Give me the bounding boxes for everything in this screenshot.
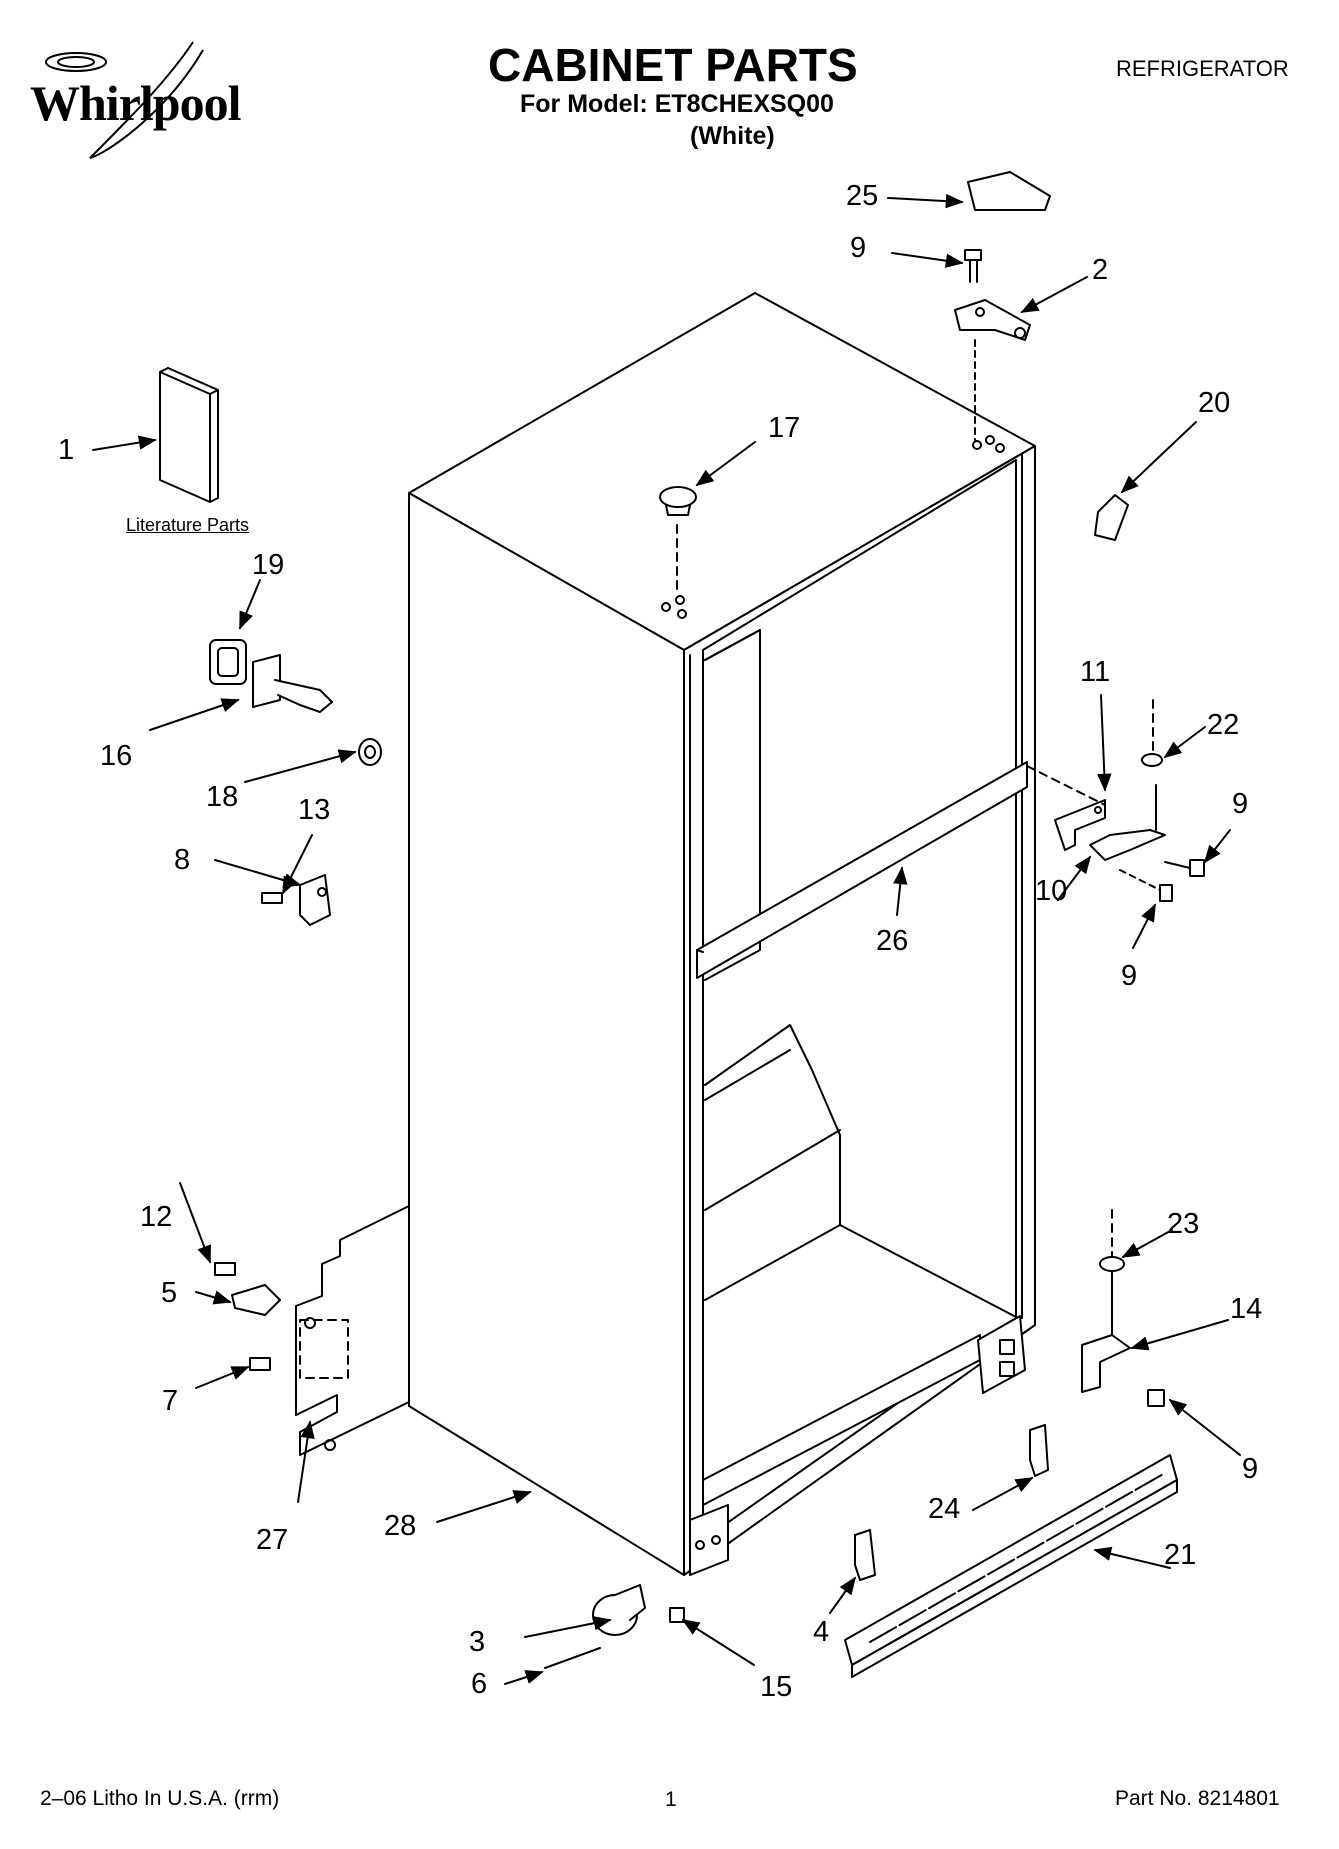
callout-22: 22 <box>1207 709 1240 741</box>
brand-wordmark: Whirlpool <box>30 75 241 131</box>
part-20-drawing <box>1094 494 1129 541</box>
part-6-drawing <box>544 1647 601 1669</box>
callout-24: 24 <box>928 1493 961 1525</box>
callout-7: 7 <box>162 1385 179 1417</box>
part-21-drawing <box>844 1454 1178 1678</box>
callout-26: 26 <box>876 925 909 957</box>
part-27-drawing <box>295 1205 410 1456</box>
callout-21: 21 <box>1164 1539 1197 1571</box>
model-color: (White) <box>690 122 775 150</box>
part-15-drawing <box>669 1607 685 1623</box>
callout-23: 23 <box>1167 1208 1200 1240</box>
callout-6: 6 <box>471 1668 488 1700</box>
part-9-right-drawing <box>1119 859 1205 902</box>
part-2-drawing <box>954 299 1031 341</box>
callout-17: 17 <box>768 412 801 444</box>
part-4-drawing <box>854 1529 876 1581</box>
part-18-drawing <box>358 738 382 766</box>
callout-9-mid: 9 <box>1121 960 1138 992</box>
callout-9-upper-right: 9 <box>1232 788 1249 820</box>
callout-25: 25 <box>846 180 879 212</box>
part-1-drawing <box>159 367 219 503</box>
part-10-drawing <box>1089 784 1166 861</box>
callout-19: 19 <box>252 549 285 581</box>
part-11-drawing <box>1026 765 1106 851</box>
part-9-top-drawing <box>964 249 982 283</box>
part-8-drawing <box>261 874 331 926</box>
callout-28: 28 <box>384 1510 417 1542</box>
model-number: For Model: ET8CHEXSQ00 <box>520 90 834 118</box>
part-14-drawing <box>1081 1334 1131 1393</box>
part-12-drawing <box>214 1262 236 1276</box>
part-22-drawing <box>1141 699 1163 767</box>
part-9-lower-drawing <box>1147 1389 1165 1407</box>
document-part-number: Part No. 8214801 <box>1115 1787 1280 1810</box>
callout-18: 18 <box>206 781 239 813</box>
print-info: 2–06 Litho In U.S.A. (rrm) <box>40 1787 280 1810</box>
callout-12: 12 <box>140 1201 173 1233</box>
callout-11: 11 <box>1080 656 1111 688</box>
callout-4: 4 <box>813 1616 830 1648</box>
callout-15: 15 <box>760 1671 793 1703</box>
callout-10: 10 <box>1035 875 1068 907</box>
callout-5: 5 <box>161 1277 178 1309</box>
callout-1: 1 <box>58 434 75 466</box>
logo-swirl-icon <box>45 41 204 159</box>
part-7-drawing <box>249 1357 271 1371</box>
part-16-drawing <box>252 654 333 713</box>
callout-9-top: 9 <box>850 232 867 264</box>
callout-8: 8 <box>174 844 191 876</box>
page-number: 1 <box>665 1788 677 1811</box>
product-category: REFRIGERATOR <box>1116 56 1289 81</box>
part-3-drawing <box>592 1584 646 1636</box>
cabinet-shell <box>408 292 1036 1576</box>
whirlpool-logo: Whirlpool <box>18 40 268 170</box>
part-25-drawing <box>967 171 1051 211</box>
callout-13: 13 <box>298 794 331 826</box>
callout-3: 3 <box>469 1626 486 1658</box>
part-17-drawing <box>659 486 697 516</box>
part-5-drawing <box>231 1284 281 1316</box>
literature-parts-label: Literature Parts <box>126 515 250 535</box>
callout-20: 20 <box>1198 387 1231 419</box>
page-title: CABINET PARTS <box>488 39 858 91</box>
leader-lines <box>92 193 1241 1685</box>
part-19-drawing <box>209 639 247 685</box>
part-23-drawing <box>1099 1209 1125 1341</box>
callout-14: 14 <box>1230 1293 1263 1325</box>
callout-27: 27 <box>256 1524 289 1556</box>
callout-16: 16 <box>100 740 133 772</box>
part-24-drawing <box>1029 1424 1049 1477</box>
callout-2: 2 <box>1092 254 1109 286</box>
callout-9-lower: 9 <box>1242 1453 1259 1485</box>
